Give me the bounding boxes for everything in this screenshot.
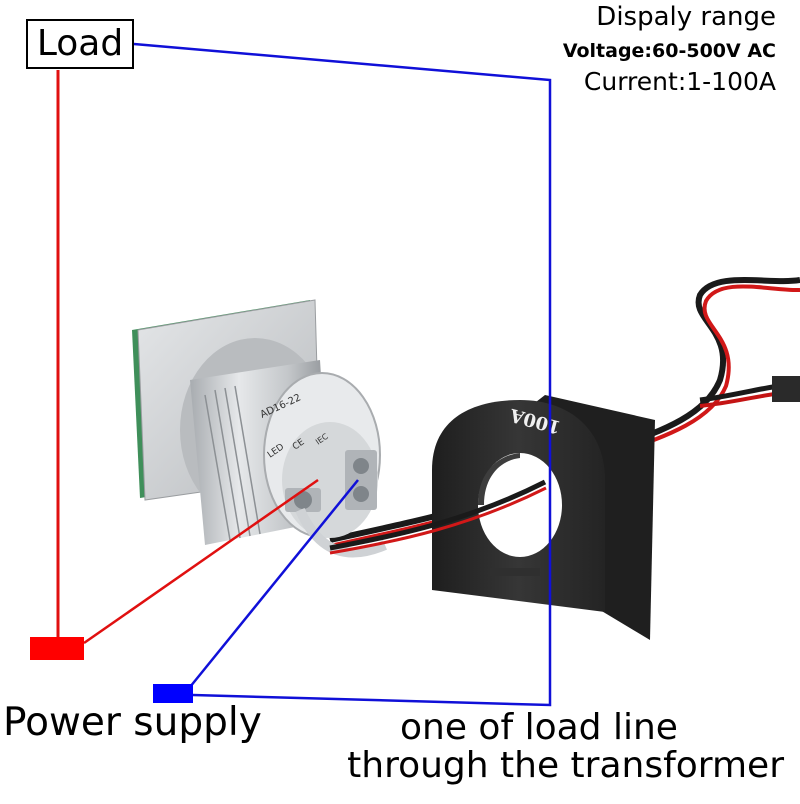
- display-range-current: Current:1-100A: [583, 67, 776, 96]
- transformer-hole-rim: [478, 453, 520, 505]
- display-range-voltage: Voltage:60-500V AC: [562, 40, 776, 62]
- transformer-label-strip: [490, 568, 540, 576]
- load-line-through-transformer: [329, 479, 547, 555]
- transformer-note-line1: one of load line: [400, 707, 678, 748]
- right-terminal-screws: [345, 450, 377, 510]
- load-wire-to-meter: [83, 478, 319, 645]
- display-range-title: Dispaly range: [596, 2, 776, 32]
- transformer-note-line2: through the transformer: [347, 745, 784, 786]
- transformer-hole: [478, 453, 562, 557]
- current-transformer: 100A: [432, 395, 655, 640]
- load-to-transformer-wire: [133, 42, 552, 707]
- load-terminal-marker: [30, 637, 84, 660]
- supply-wire-to-meter: [189, 479, 359, 688]
- panel-meter: AD16-22 LED CE IEC: [132, 299, 387, 558]
- load-box: Load: [26, 19, 134, 69]
- load-label: Load: [36, 23, 124, 64]
- meter-thread-lines: [204, 385, 261, 541]
- terminal-cover: [295, 507, 387, 558]
- connector-plug: [772, 376, 800, 402]
- left-screw-head: [294, 491, 312, 509]
- load-red-wire: [30, 70, 319, 660]
- right-screw-head-bottom: [353, 486, 369, 502]
- supply-terminal-marker: [153, 684, 193, 703]
- right-screw-head-top: [353, 458, 369, 474]
- supply-blue-wire: [133, 42, 552, 707]
- power-supply-label: Power supply: [3, 700, 262, 745]
